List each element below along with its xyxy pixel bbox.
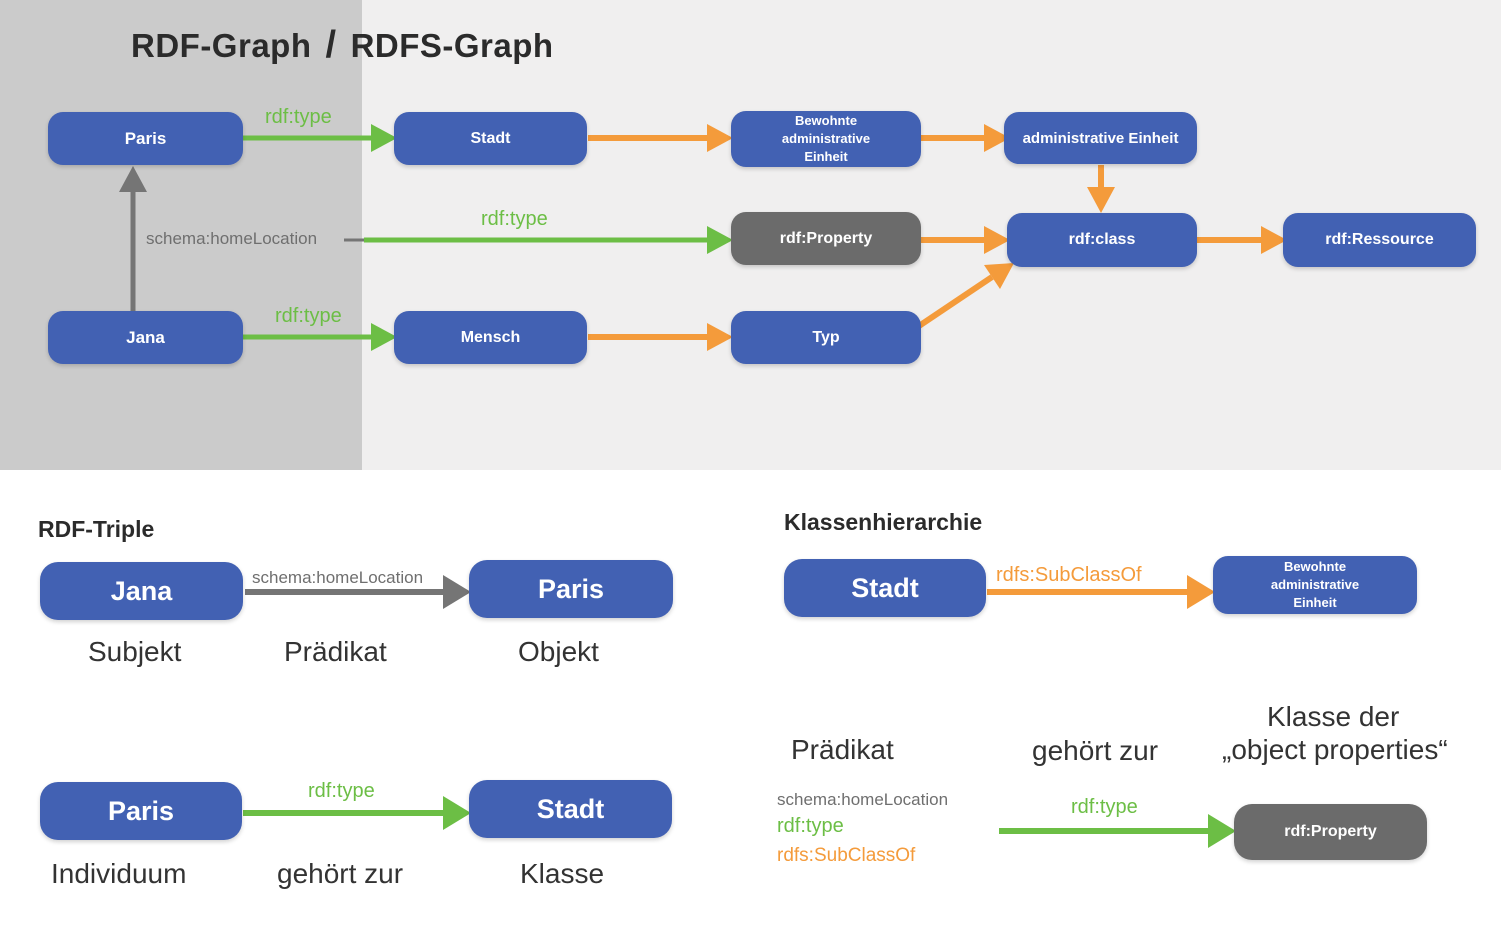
node-jana: Jana (48, 311, 243, 364)
triple2-subject-node: Paris (40, 782, 242, 840)
node-rdf-ressource: rdf:Ressource (1283, 213, 1476, 267)
annotation-object-properties: „object properties“ (1222, 734, 1448, 765)
arrow-predicates-rdfproperty (999, 814, 1236, 848)
edge-label-rdf-type-bottom: rdf:type (275, 305, 342, 327)
annotation-praedikat: Prädikat (791, 734, 894, 765)
node-bewohnte-administrative-einheit: Bewohnte administrative Einheit (731, 111, 921, 167)
hierarchy-object-node: Bewohnte administrative Einheit (1213, 556, 1417, 614)
node-paris: Paris (48, 112, 243, 165)
role-individuum: Individuum (51, 858, 187, 889)
hierarchy-predicate-label: rdfs:SubClassOf (996, 564, 1142, 586)
node-typ: Typ (731, 311, 921, 364)
triple2-object-node: Stadt (469, 780, 672, 838)
edge-label-rdf-type-mid: rdf:type (481, 208, 548, 230)
rdf-triple-heading: RDF-Triple (38, 516, 155, 542)
node-administrative-einheit: administrative Einheit (1004, 112, 1197, 164)
role-klasse: Klasse (520, 858, 605, 889)
rdf-graph-panel (0, 0, 362, 470)
klassenhierarchie-heading: Klassenhierarchie (784, 509, 983, 535)
node-rdf-property: rdf:Property (731, 212, 921, 265)
node-mensch: Mensch (394, 311, 587, 364)
predicate-schema-homelocation: schema:homeLocation (777, 790, 949, 809)
role-praedikat: Prädikat (284, 636, 387, 667)
hierarchy2-object-node: rdf:Property (1234, 804, 1427, 860)
triple-predicate-label: schema:homeLocation (252, 568, 424, 587)
predicate-rdf-type: rdf:type (777, 815, 844, 837)
annotation-klasse-der: Klasse der (1267, 701, 1400, 732)
role-gehoert-zur: gehört zur (277, 858, 404, 889)
title-right: RDFS-Graph (350, 27, 554, 64)
annotation-gehoert-zur: gehört zur (1032, 735, 1159, 766)
page-title: RDF-Graph / RDFS-Graph (131, 24, 554, 67)
title-separator: / (325, 24, 337, 66)
node-rdf-class: rdf:class (1007, 213, 1197, 267)
node-stadt: Stadt (394, 112, 587, 165)
triple-subject-node: Jana (40, 562, 243, 620)
edge-label-rdf-type-top: rdf:type (265, 106, 332, 128)
triple-object-node: Paris (469, 560, 673, 618)
hierarchy2-arrow-label: rdf:type (1071, 796, 1138, 818)
role-subjekt: Subjekt (88, 636, 182, 667)
predicate-rdfs-subclassof: rdfs:SubClassOf (777, 845, 916, 866)
hierarchy-subject-node: Stadt (784, 559, 986, 617)
title-left: RDF-Graph (131, 27, 312, 64)
triple2-predicate-label: rdf:type (308, 780, 375, 802)
edge-label-schema-homelocation: schema:homeLocation (146, 229, 318, 248)
role-objekt: Objekt (518, 636, 599, 667)
